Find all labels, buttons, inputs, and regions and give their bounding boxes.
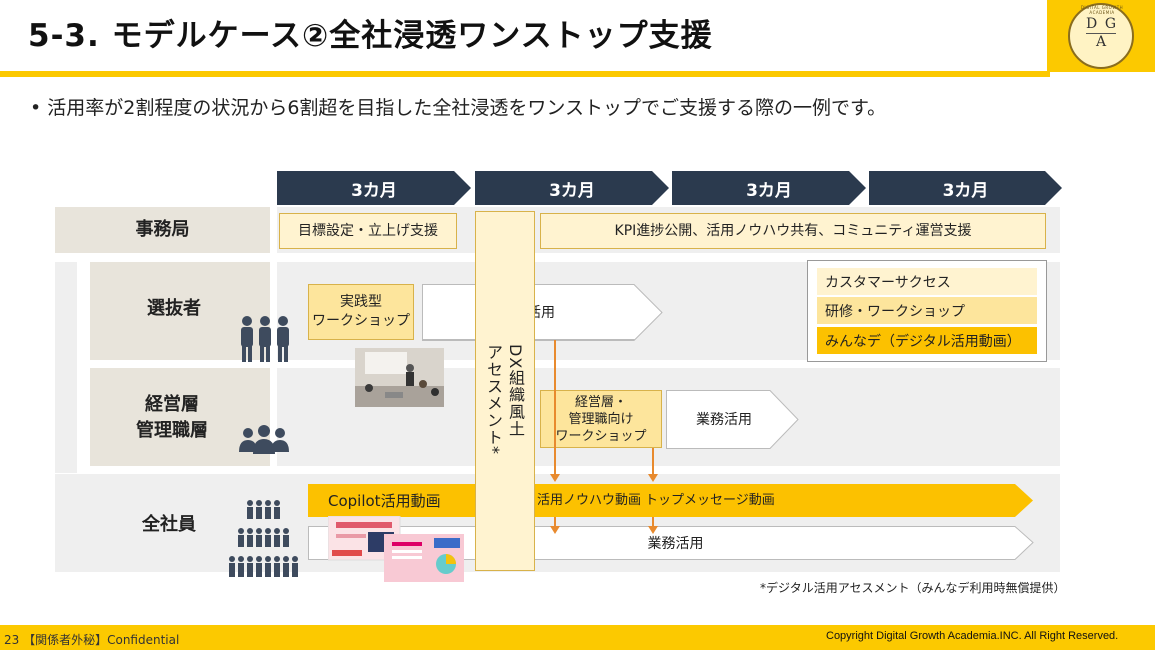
connector-line-2 bbox=[554, 517, 556, 528]
all-staff-usage-label: 業務活用 bbox=[647, 535, 704, 552]
all-staff-label-text: 全社員 bbox=[142, 514, 196, 535]
legend-customer-success: カスタマーサクセス bbox=[817, 268, 1037, 295]
connector-arrowhead-2 bbox=[550, 526, 560, 534]
assessment-box: DX組織風土 アセスメント* bbox=[475, 211, 535, 571]
footer-left: 23 【関係者外秘】Confidential bbox=[4, 631, 179, 648]
selected-label-text: 選抜者 bbox=[147, 298, 201, 319]
logo-letter-a: A bbox=[1095, 34, 1107, 50]
page-number: 23 bbox=[4, 633, 20, 647]
intro-bullet: • 活用率が2割程度の状況から6割超を目指した全社浸透をワンストップでご支援する… bbox=[30, 97, 887, 119]
all-staff-usage-outline bbox=[308, 526, 1034, 560]
timeline-phase-2: 3カ月 bbox=[475, 171, 669, 205]
copilot-video-label: Copilot活用動画 bbox=[328, 492, 441, 510]
confidential-label: 【関係者外秘】Confidential bbox=[23, 633, 180, 647]
managers-icon bbox=[239, 425, 289, 454]
connector-line-1 bbox=[554, 340, 556, 474]
video-thumbnails bbox=[328, 516, 464, 582]
knowhow-video-label: 活用ノウハウ動画 bbox=[537, 493, 642, 508]
crowd-icon bbox=[229, 500, 298, 577]
timeline-phase-4: 3カ月 bbox=[869, 171, 1062, 205]
logo-letter-d: D bbox=[1086, 16, 1098, 32]
title-underline bbox=[0, 71, 1050, 77]
selected-label: 選抜者 bbox=[90, 262, 270, 360]
selected-usage-outline bbox=[422, 284, 663, 341]
legend-minnade-video: みんなデ（デジタル活用動画） bbox=[817, 327, 1037, 354]
management-usage-outline bbox=[666, 390, 799, 449]
footnote: *デジタル活用アセスメント（みんなデ利用時無償提供） bbox=[760, 581, 1066, 595]
assessment-label: DX組織風土 アセスメント* bbox=[484, 344, 525, 455]
management-label-text: 経営層 管理職層 bbox=[136, 394, 208, 441]
connector-line-3 bbox=[652, 448, 654, 474]
logo-ring-text: DIGITAL GROWTH ACADEMIA bbox=[1080, 5, 1124, 15]
footer-bar bbox=[0, 625, 1155, 650]
practical-workshop-box: 実践型 ワークショップ bbox=[308, 284, 414, 340]
logo-letter-g: G bbox=[1104, 16, 1116, 32]
management-workshop-box: 経営層・ 管理職向け ワークショップ bbox=[540, 390, 662, 448]
goal-setting-box: 目標設定・立上げ支援 bbox=[279, 213, 457, 249]
logo-letters: D G A bbox=[1086, 16, 1116, 51]
legend-training: 研修・ワークショップ bbox=[817, 297, 1037, 324]
all-staff-label: 全社員 bbox=[90, 474, 270, 572]
connector-arrowhead-1 bbox=[550, 474, 560, 482]
connector-line-4 bbox=[652, 517, 654, 528]
selected-usage-arrow: 業務活用 bbox=[422, 284, 662, 340]
management-usage-label: 業務活用 bbox=[696, 412, 752, 428]
page-title: 5-3. モデルケース②全社浸透ワンストップ支援 bbox=[28, 18, 713, 54]
kpi-support-box: KPI進捗公開、活用ノウハウ共有、コミュニティ運営支援 bbox=[540, 213, 1046, 249]
copyright: Copyright Digital Growth Academia.INC. A… bbox=[826, 630, 1119, 642]
connector-arrowhead-4 bbox=[648, 526, 658, 534]
legend-panel: カスタマーサクセス 研修・ワークショップ みんなデ（デジタル活用動画） bbox=[807, 260, 1047, 362]
group-bracket bbox=[55, 262, 77, 473]
dga-logo bbox=[1068, 3, 1134, 69]
connector-arrowhead-3 bbox=[648, 474, 658, 482]
workshop-photo bbox=[355, 348, 444, 407]
timeline-phase-1: 3カ月 bbox=[277, 171, 471, 205]
management-usage-arrow: 業務活用 bbox=[666, 390, 798, 448]
top-message-video-label: トップメッセージ動画 bbox=[645, 493, 775, 508]
video-content-arrow: Copilot活用動画 活用ノウハウ動画 トップメッセージ動画 bbox=[308, 484, 1033, 517]
secretariat-label: 事務局 bbox=[55, 207, 270, 253]
timeline-phase-3: 3カ月 bbox=[672, 171, 866, 205]
people-group-icon bbox=[241, 316, 289, 362]
